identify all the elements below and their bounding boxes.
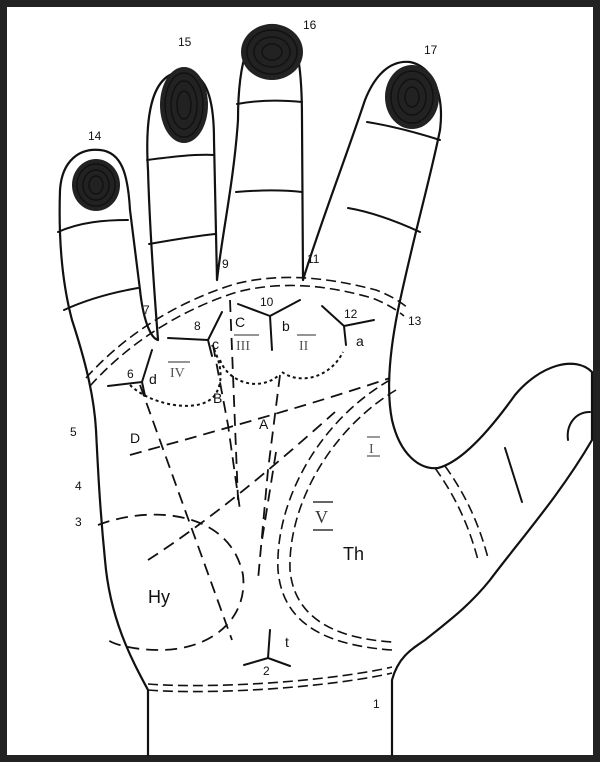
finger-number-15: 15: [178, 35, 192, 49]
wrist-number-1: 1: [373, 697, 380, 711]
line-vert: [230, 300, 238, 500]
line-letter-C: C: [235, 314, 245, 330]
thenar-crease: [278, 380, 392, 650]
triradius-number-2: 2: [263, 664, 270, 678]
line-A: [258, 375, 280, 580]
finger-number-16: 16: [303, 18, 317, 32]
triradius-letter-a: a: [356, 333, 364, 349]
thumb-crease: [505, 448, 522, 502]
triradius-number-8: 8: [194, 319, 201, 333]
wrist-crease: [148, 667, 392, 686]
digito-palmar-crease: [86, 277, 408, 378]
line-diag: [148, 412, 335, 560]
triradius-number-6: 6: [127, 367, 134, 381]
fingerprint-16: [241, 24, 303, 80]
edge-number-5: 5: [70, 425, 77, 439]
finger-crease: [237, 101, 302, 104]
line-letter-B: B: [213, 390, 222, 406]
line-letter-A: A: [259, 416, 269, 432]
triradius-letter-t: t: [285, 634, 289, 650]
line-letter-D: D: [130, 430, 140, 446]
gap-number-11: 11: [307, 252, 320, 266]
finger-crease: [348, 208, 420, 232]
area-label-thenar: Th: [343, 544, 364, 564]
fingerprint-15: [160, 67, 208, 143]
fingerprint-14: [72, 159, 120, 211]
loop-III: [220, 360, 278, 384]
area-label-IV: IV: [170, 366, 185, 381]
area-label-II: II: [299, 339, 309, 354]
hand-outline: [60, 25, 592, 755]
finger-crease: [147, 155, 214, 160]
area-label-V: V: [315, 507, 328, 527]
gap-number-9: 9: [222, 257, 229, 271]
fingerprint-17: [385, 65, 439, 129]
gap-number-13: 13: [408, 314, 422, 328]
triradius-t: [244, 630, 290, 666]
finger-number-17: 17: [424, 43, 438, 57]
edge-number-4: 4: [75, 479, 82, 493]
finger-crease: [149, 234, 215, 244]
triradius-number-10: 10: [260, 295, 274, 309]
area-label-hypothenar: Hy: [148, 587, 170, 607]
edge-number-3: 3: [75, 515, 82, 529]
triradius-letter-d: d: [149, 371, 157, 387]
triradius-letter-b: b: [282, 318, 290, 334]
loop-II: [282, 352, 343, 378]
triradius-number-12: 12: [344, 307, 358, 321]
area-label-I: I: [369, 442, 374, 457]
thenar-crease: [445, 466, 488, 558]
finger-crease: [58, 220, 128, 232]
finger-number-14: 14: [88, 129, 102, 143]
area-label-III: III: [236, 339, 250, 354]
thumb-nail: [568, 412, 590, 440]
triradius-letter-c: c: [212, 336, 219, 352]
finger-crease: [236, 191, 302, 193]
gap-number-7: 7: [143, 303, 150, 317]
finger-crease: [64, 288, 138, 310]
thenar-crease: [290, 390, 396, 642]
